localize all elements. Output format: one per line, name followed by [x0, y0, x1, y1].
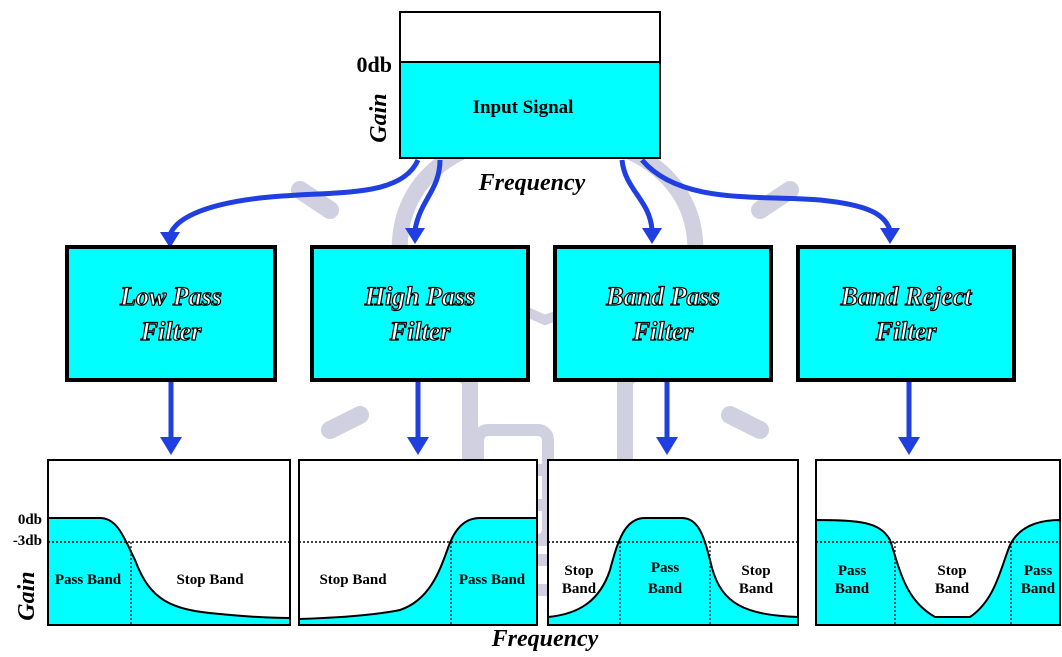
- low-pass-band-label: Pass Band: [55, 572, 122, 588]
- band-stop-right-line1: Stop: [741, 563, 770, 579]
- reject-pass-left-line1: Pass: [838, 563, 867, 579]
- high-pass-response: Stop Band Pass Band: [299, 460, 537, 625]
- low-pass-filter-box: Low Pass Filter: [67, 247, 275, 380]
- filter-arrowheads: [160, 437, 920, 455]
- band-pass-line1: Pass: [651, 560, 680, 576]
- input-gain-label: Gain: [366, 93, 392, 142]
- low-pass-filter-line2: Filter: [140, 317, 203, 346]
- high-pass-filter-line1: High Pass: [364, 282, 476, 311]
- reject-pass-left-line2: Band: [835, 581, 870, 597]
- band-pass-response: Stop Band Pass Band Stop Band: [548, 460, 798, 625]
- input-signal-box: Input Signal 0db Gain Frequency: [357, 12, 660, 196]
- response-frequency-label: Frequency: [491, 626, 599, 652]
- band-stop-left-line1: Stop: [564, 563, 593, 579]
- high-pass-band-label: Pass Band: [459, 572, 526, 588]
- input-signal-label: Input Signal: [473, 97, 574, 118]
- high-pass-filter-box: High Pass Filter: [312, 247, 528, 380]
- band-stop-left-line2: Band: [562, 581, 597, 597]
- response-gain-label: Gain: [14, 571, 40, 620]
- band-reject-response: Pass Band Stop Band Pass Band: [816, 460, 1060, 625]
- band-reject-filter-line1: Band Reject: [840, 282, 972, 311]
- band-pass-filter-box: Band Pass Filter: [555, 247, 771, 380]
- reject-stop-line2: Band: [935, 581, 970, 597]
- high-pass-filter-line2: Filter: [389, 317, 452, 346]
- reject-pass-right-line1: Pass: [1024, 563, 1053, 579]
- response-zero-db-label: 0db: [18, 512, 42, 528]
- reject-pass-right-line2: Band: [1021, 581, 1056, 597]
- input-zero-db-label: 0db: [357, 52, 392, 77]
- band-pass-line2: Band: [648, 581, 683, 597]
- low-pass-filter-line1: Low Pass: [119, 282, 222, 311]
- band-pass-filter-line1: Band Pass: [605, 282, 719, 311]
- reject-stop-line1: Stop: [937, 563, 966, 579]
- low-stop-band-label: Stop Band: [176, 572, 244, 588]
- response-minus3db-label: -3db: [13, 533, 42, 549]
- low-pass-response: Pass Band Stop Band: [48, 460, 290, 625]
- band-pass-filter-line2: Filter: [632, 317, 695, 346]
- band-stop-right-line2: Band: [739, 581, 774, 597]
- high-stop-band-label: Stop Band: [319, 572, 387, 588]
- input-frequency-label: Frequency: [478, 170, 586, 196]
- band-reject-filter-box: Band Reject Filter: [798, 247, 1014, 380]
- band-reject-filter-line2: Filter: [875, 317, 938, 346]
